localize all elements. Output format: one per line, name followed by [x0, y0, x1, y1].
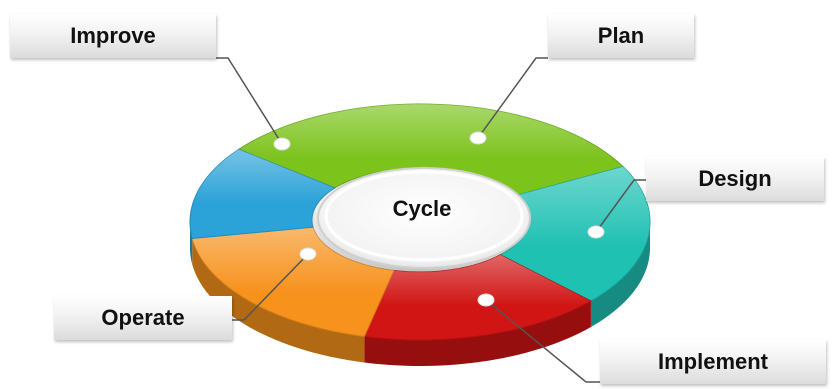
center-hole-rim — [324, 170, 524, 262]
plan-marker — [469, 131, 487, 145]
operate-connector — [232, 253, 309, 321]
ring-segments — [189, 103, 651, 341]
plan-segment-gloss — [238, 104, 624, 196]
improve-marker — [273, 137, 291, 151]
improve-label: Improve — [10, 14, 216, 58]
implement-connector — [485, 299, 600, 383]
operate-marker — [299, 247, 317, 261]
design-segment-gloss — [500, 166, 650, 301]
connector-lines — [216, 57, 646, 383]
design-segment-side — [590, 222, 650, 327]
design-connector — [595, 179, 646, 233]
center-label: Cycle — [392, 196, 452, 221]
design-label: Design — [646, 157, 824, 201]
improve-segment-gloss — [190, 149, 335, 239]
implement-segment-side — [364, 300, 591, 366]
improve-connector — [216, 57, 283, 145]
center-hole — [317, 167, 531, 269]
operate-label: Operate — [54, 296, 232, 340]
implement-label: Implement — [600, 340, 826, 384]
implement-segment-gloss — [364, 254, 591, 340]
design-marker — [587, 225, 605, 239]
segment-markers — [273, 131, 605, 307]
implement-marker — [477, 293, 495, 307]
operate-segment-side — [192, 238, 365, 363]
plan-connector — [477, 57, 548, 139]
operate-segment-gloss — [192, 227, 394, 337]
plan-label: Plan — [548, 14, 694, 58]
